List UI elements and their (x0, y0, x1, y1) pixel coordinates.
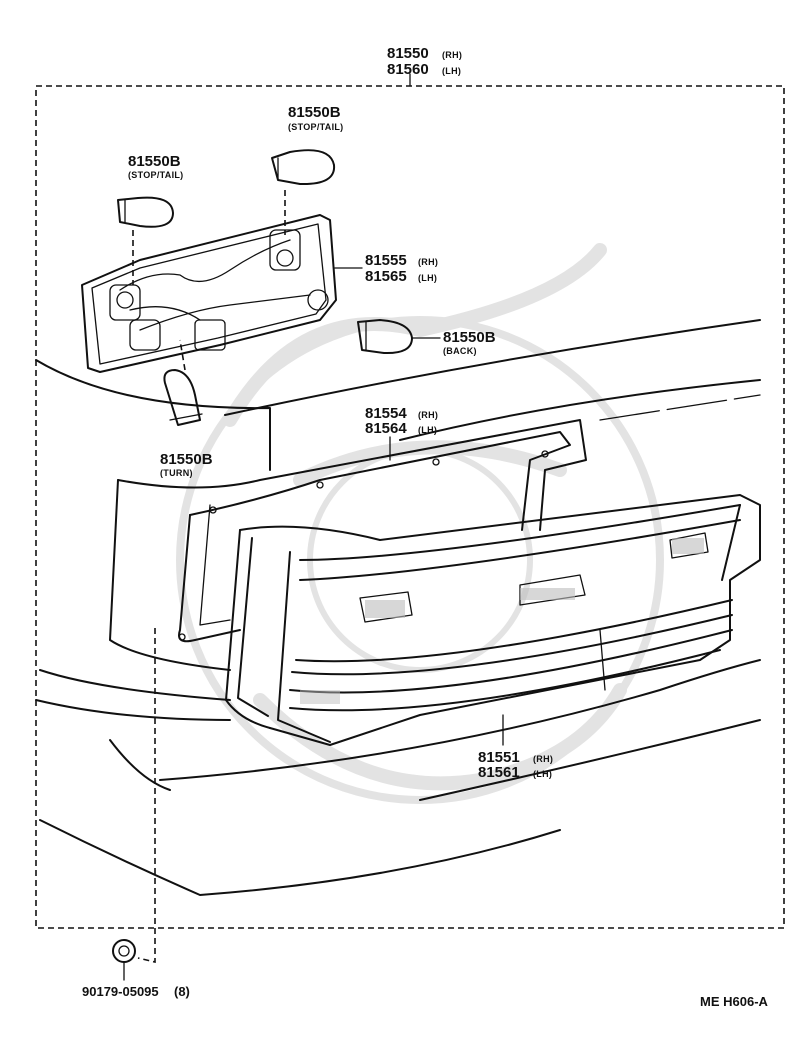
svg-text:(RH): (RH) (442, 50, 462, 60)
label-bulb-turn: 81550B (TURN) (160, 451, 213, 478)
svg-text:(LH): (LH) (418, 273, 437, 283)
svg-text:81550B: 81550B (443, 329, 496, 346)
bulb-back-icon (357, 319, 441, 355)
label-bulb-back: 81550B (BACK) (443, 329, 496, 356)
svg-text:(LH): (LH) (533, 769, 552, 779)
diagram-code: ME H606-A (700, 994, 769, 1009)
svg-text:81550B: 81550B (128, 153, 181, 170)
watermark-logo (176, 243, 664, 804)
svg-text:(LH): (LH) (442, 66, 461, 76)
label-assembly: 81550 (RH) 81560 (LH) (387, 45, 462, 78)
svg-text:(RH): (RH) (418, 257, 438, 267)
bulb-turn-icon (163, 339, 203, 426)
bulb-stop-tail-top-icon (271, 149, 336, 235)
label-bulb-stop-tail-top: 81550B (STOP/TAIL) (288, 104, 343, 132)
svg-text:(8): (8) (174, 984, 190, 999)
svg-text:(RH): (RH) (418, 410, 438, 420)
assembly-boundary (35, 73, 785, 929)
svg-text:(TURN): (TURN) (160, 468, 193, 478)
socket-plate-part (81, 214, 337, 373)
leader-lines (334, 267, 504, 746)
svg-text:81555: 81555 (365, 252, 407, 269)
label-lens: 81551 (RH) 81561 (LH) (478, 749, 553, 781)
svg-text:81550B: 81550B (288, 104, 341, 121)
lens-shading (300, 538, 704, 704)
gasket-part (109, 419, 587, 671)
svg-text:81550: 81550 (387, 45, 429, 62)
svg-text:(BACK): (BACK) (443, 346, 477, 356)
svg-text:81554: 81554 (365, 405, 407, 422)
svg-text:(RH): (RH) (533, 754, 553, 764)
svg-text:81561: 81561 (478, 764, 520, 781)
svg-text:(STOP/TAIL): (STOP/TAIL) (288, 122, 343, 132)
svg-text:90179-05095: 90179-05095 (82, 984, 159, 999)
svg-text:81560: 81560 (387, 61, 429, 78)
bulb-stop-tail-left-icon (117, 196, 174, 285)
lens-part (225, 494, 761, 746)
svg-text:81550B: 81550B (160, 451, 213, 468)
label-nut: 90179-05095 (8) (82, 984, 190, 999)
svg-text:81551: 81551 (478, 749, 520, 766)
svg-text:(STOP/TAIL): (STOP/TAIL) (128, 170, 183, 180)
car-body-outline (35, 319, 761, 896)
label-gasket: 81554 (RH) 81564 (LH) (365, 405, 438, 437)
nut-icon (112, 628, 156, 981)
label-socket-plate: 81555 (RH) 81565 (LH) (365, 252, 438, 285)
svg-text:81564: 81564 (365, 420, 407, 437)
svg-text:(LH): (LH) (418, 425, 437, 435)
label-bulb-stop-tail-left: 81550B (STOP/TAIL) (128, 153, 183, 180)
svg-text:81565: 81565 (365, 268, 407, 285)
